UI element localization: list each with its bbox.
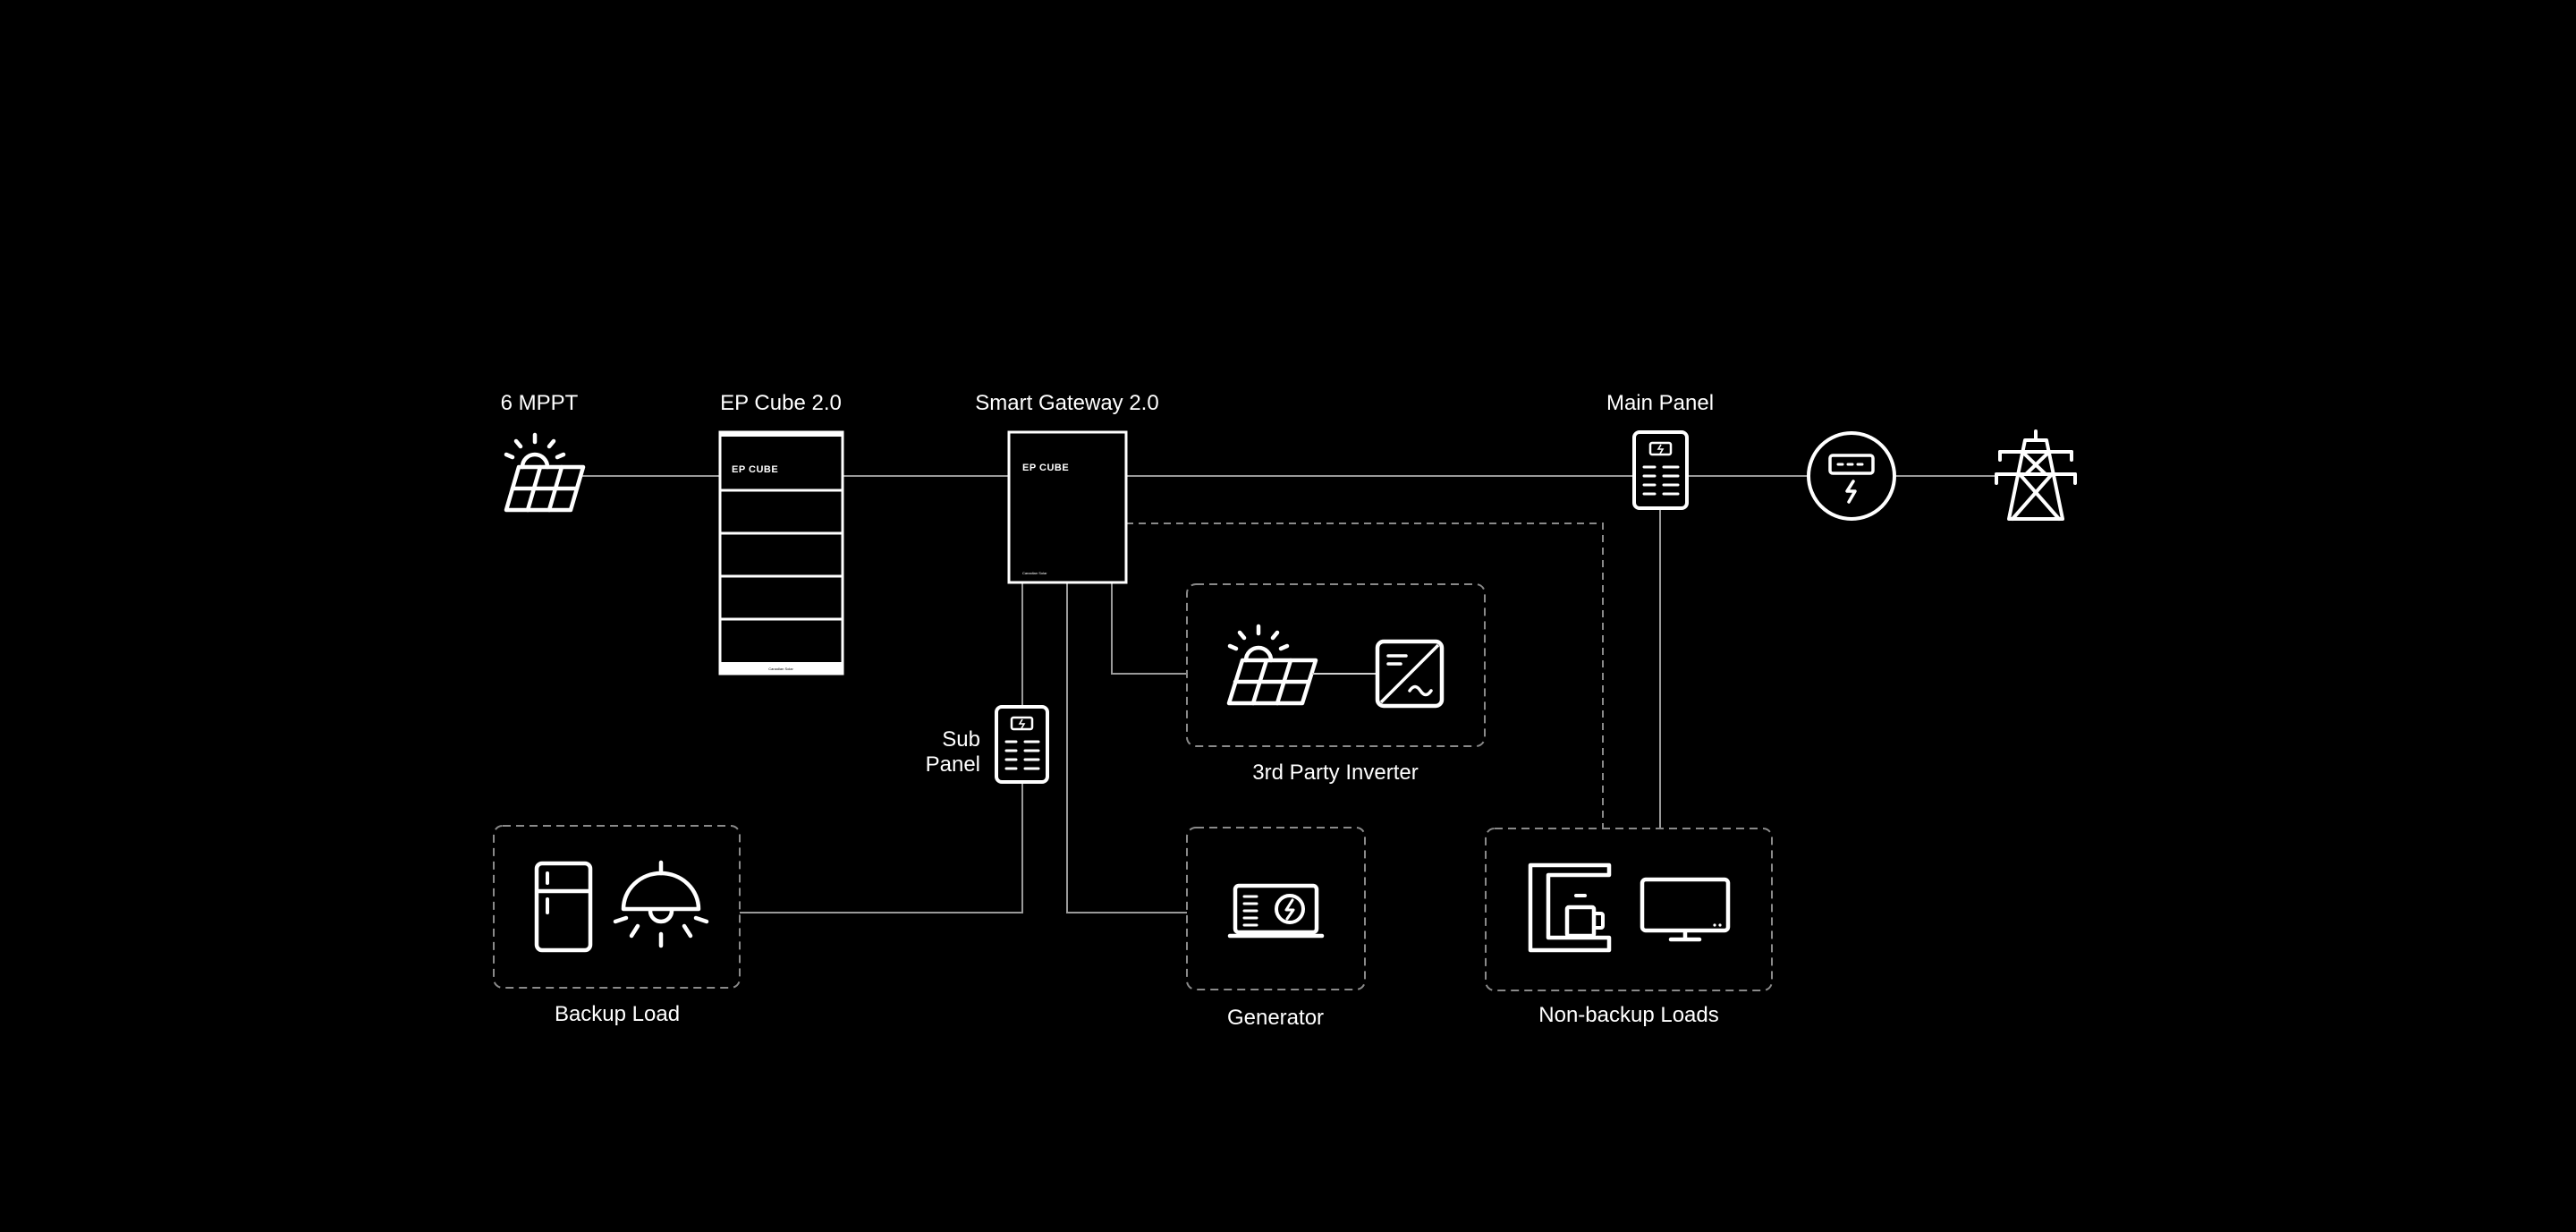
wire-gateway-to-generator [1066,582,1187,913]
gateway-maker: Canadian Solar [1022,571,1047,575]
solar-panel-icon [504,432,586,513]
main-panel-node: Main Panel [1606,391,1714,510]
generator-box [1186,827,1366,990]
solar-label: 6 MPPT [501,391,579,415]
third-party-inverter-node: 3rd Party Inverter [1186,583,1486,785]
main-panel-label: Main Panel [1606,391,1714,415]
gateway-brand: EP CUBE [1022,463,1069,473]
refrigerator-icon [534,861,593,953]
electrical-panel-icon [995,705,1049,784]
connection-wires [581,475,1996,913]
dashed-wire-gateway-to-non-backup-loads [1126,523,1604,828]
backup-load-box [493,825,741,989]
ep-cube-node: EP Cube 2.0 EP CUBE Canadian Solar [718,391,844,675]
smart-gateway-device: EP CUBE Canadian Solar [1007,430,1128,584]
sub-panel-node: Sub Panel [926,705,1049,784]
generator-node: Generator [1186,827,1366,1030]
generator-label: Generator [1227,1006,1324,1030]
non-backup-loads-box [1485,828,1773,991]
electric-meter-icon [1807,431,1896,521]
ep-cube-battery-stack: EP CUBE Canadian Solar [718,430,844,675]
third-party-inverter-label: 3rd Party Inverter [1252,760,1418,785]
ep-cube-label: EP Cube 2.0 [720,391,842,415]
generator-icon [1227,883,1325,939]
backup-load-node: Backup Load [493,825,741,1026]
solar-node: 6 MPPT [501,391,586,513]
ceiling-lamp-icon [613,860,709,948]
transmission-tower-icon [1995,429,2077,521]
gateway-node: Smart Gateway 2.0 EP CUBE Canadian Solar [975,391,1159,584]
sub-panel-label-line2: Panel [926,752,980,777]
solar-panel-icon [1226,624,1318,706]
electrical-panel-icon [1632,430,1689,510]
wire-sub-panel-to-backup-load [740,782,1023,913]
backup-load-label: Backup Load [555,1002,680,1026]
ep-cube-brand: EP CUBE [732,464,778,475]
wire-gateway-to-inverter [1111,582,1187,675]
television-icon [1640,877,1731,942]
inverter-icon [1375,639,1445,709]
non-backup-loads-node: Non-backup Loads [1485,828,1773,1027]
sub-panel-label-line1: Sub [942,727,980,752]
third-party-inverter-box [1186,583,1486,747]
gateway-label: Smart Gateway 2.0 [975,391,1158,415]
coffee-machine-icon [1528,862,1612,953]
ep-cube-maker: Canadian Solar [768,667,793,671]
non-backup-loads-label: Non-backup Loads [1538,1003,1718,1027]
